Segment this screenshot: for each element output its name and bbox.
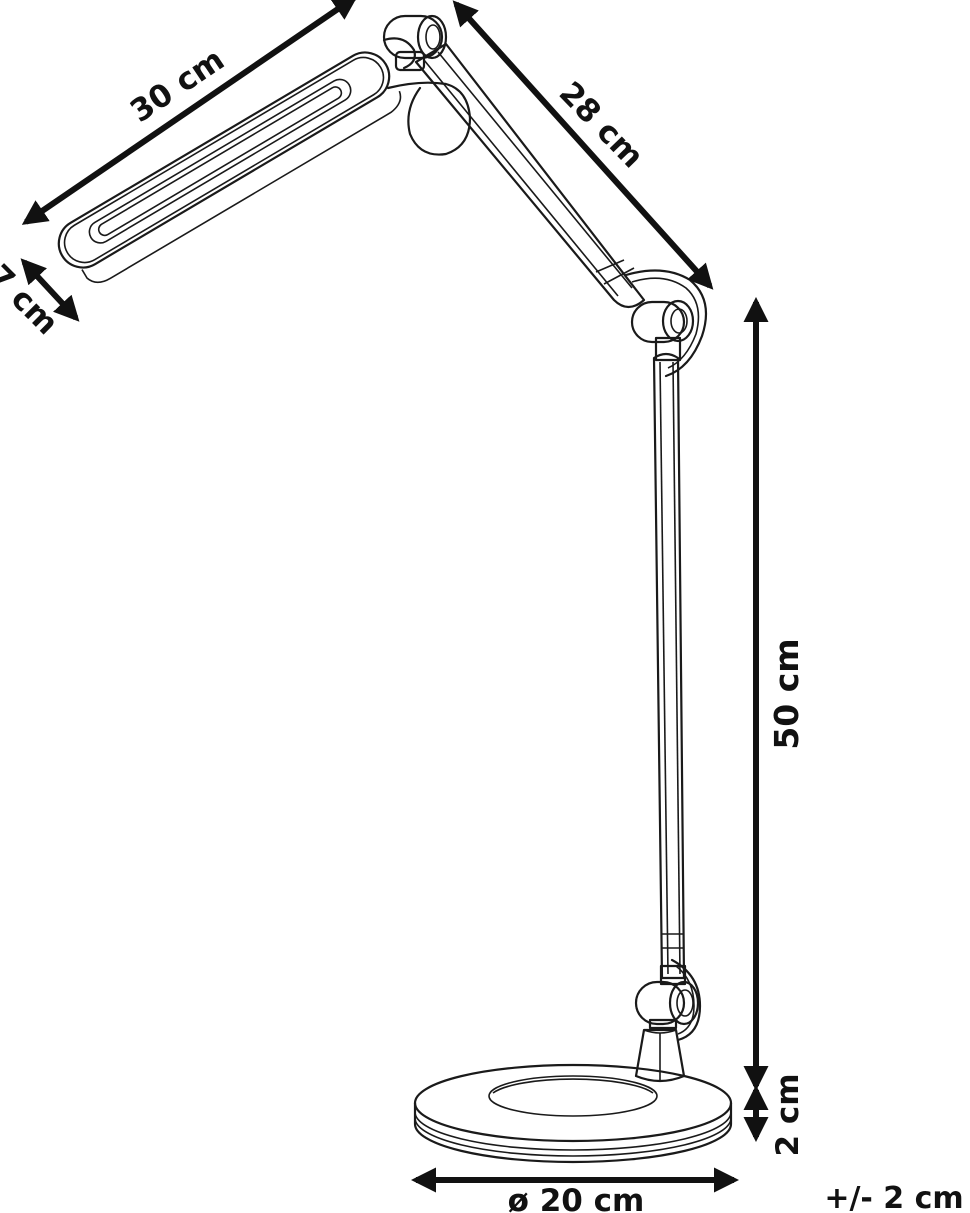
dimension-arrow-upper-arm xyxy=(452,0,714,290)
dimension-lines xyxy=(20,0,769,1193)
middle-hinge xyxy=(624,269,708,378)
dimension-arrow-head-width xyxy=(20,258,80,322)
top-hinge xyxy=(382,14,448,72)
label-height: 50 cm xyxy=(767,638,806,749)
vertical-pole xyxy=(652,352,687,986)
label-base-height: 2 cm xyxy=(770,1073,806,1156)
dimension-labels: 30 cm 7 cm 28 cm 50 cm 2 cm ø 20 cm +/- … xyxy=(0,42,964,1213)
label-tolerance: +/- 2 cm xyxy=(824,1181,963,1213)
desk-lamp-illustration xyxy=(57,14,733,1164)
dimension-arrow-head-length xyxy=(21,0,359,225)
lamp-base xyxy=(413,1063,733,1164)
label-base-diameter: ø 20 cm xyxy=(508,1183,645,1213)
lower-socket xyxy=(634,1028,686,1083)
